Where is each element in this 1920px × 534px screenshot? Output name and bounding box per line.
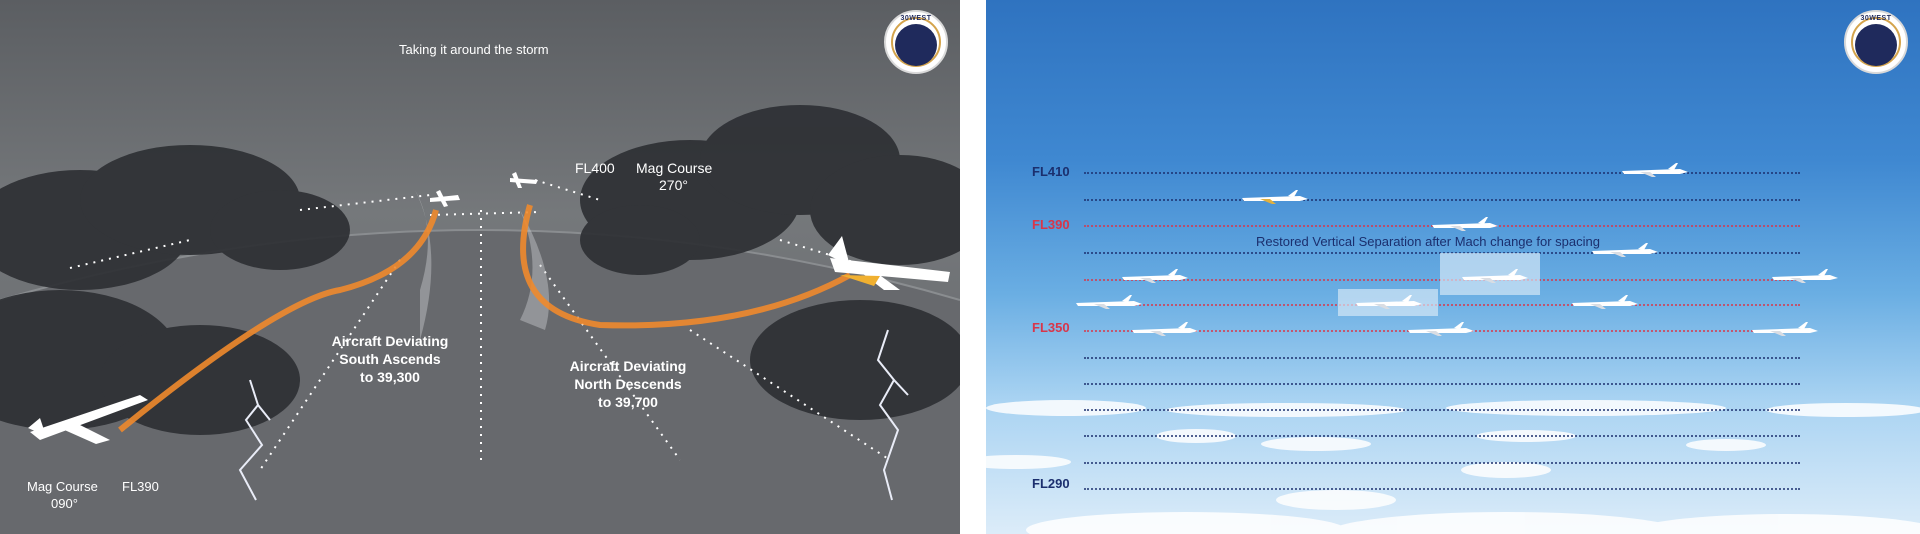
mag-course-north-label: Mag Course (636, 160, 712, 176)
south-note-line-1: Aircraft Deviating (320, 332, 460, 350)
logo-text: 30WEST (1846, 15, 1906, 22)
jet-icon (1354, 293, 1424, 309)
heading-south-label: 090° (51, 496, 78, 511)
storm-deviation-diagram: Taking it around the storm FL400 Mag Cou… (0, 0, 960, 534)
jet-icon (1620, 161, 1690, 177)
north-note-line-2: North Descends (558, 375, 698, 393)
south-deviation-note: Aircraft Deviating South Ascends to 39,3… (320, 332, 460, 386)
logo-text: 30WEST (886, 15, 946, 22)
level-line-red (1084, 304, 1800, 306)
level-line (1084, 462, 1800, 464)
mag-course-south-label: Mag Course (27, 479, 98, 494)
fl410-label: FL410 (1032, 164, 1070, 179)
separation-caption: Restored Vertical Separation after Mach … (1256, 234, 1600, 249)
level-line (1084, 435, 1800, 437)
fl390-left-label: FL390 (122, 479, 159, 494)
jet-icon (1074, 293, 1144, 309)
jet-icon (1130, 320, 1200, 336)
storm-scene (0, 0, 960, 534)
jet-icon (1750, 320, 1820, 336)
south-note-line-2: South Ascends (320, 350, 460, 368)
level-line (1084, 383, 1800, 385)
logo-emblem (1855, 24, 1897, 66)
jet-icon (1770, 267, 1840, 283)
vertical-separation-diagram: FL410 FL390 FL350 FL290 Restored Vertica… (986, 0, 1920, 534)
fl350-label: FL350 (1032, 320, 1070, 335)
jet-icon (1570, 293, 1640, 309)
aircraft-top-left-icon (430, 190, 460, 207)
30west-logo: 30WEST (884, 10, 948, 74)
fl290-label: FL290 (1032, 476, 1070, 491)
jet-icon (1240, 188, 1310, 204)
north-note-line-1: Aircraft Deviating (558, 357, 698, 375)
level-line (1084, 172, 1800, 174)
level-line (1084, 199, 1800, 201)
logo-emblem (895, 24, 937, 66)
level-line (1084, 488, 1800, 490)
north-note-line-3: to 39,700 (558, 393, 698, 411)
diagram-title: Taking it around the storm (399, 42, 549, 57)
aircraft-top-right-icon (510, 172, 538, 188)
north-deviation-note: Aircraft Deviating North Descends to 39,… (558, 357, 698, 411)
level-line (1084, 357, 1800, 359)
jet-icon (1460, 267, 1530, 283)
jet-icon (1590, 241, 1660, 257)
south-note-line-3: to 39,300 (320, 368, 460, 386)
level-line (1084, 409, 1800, 411)
jet-icon (1430, 215, 1500, 231)
jet-icon (1406, 320, 1476, 336)
heading-north-label: 270° (659, 177, 688, 193)
jet-icon (1120, 267, 1190, 283)
30west-logo: 30WEST (1844, 10, 1908, 74)
fl390-label: FL390 (1032, 217, 1070, 232)
fl400-label: FL400 (575, 160, 615, 176)
